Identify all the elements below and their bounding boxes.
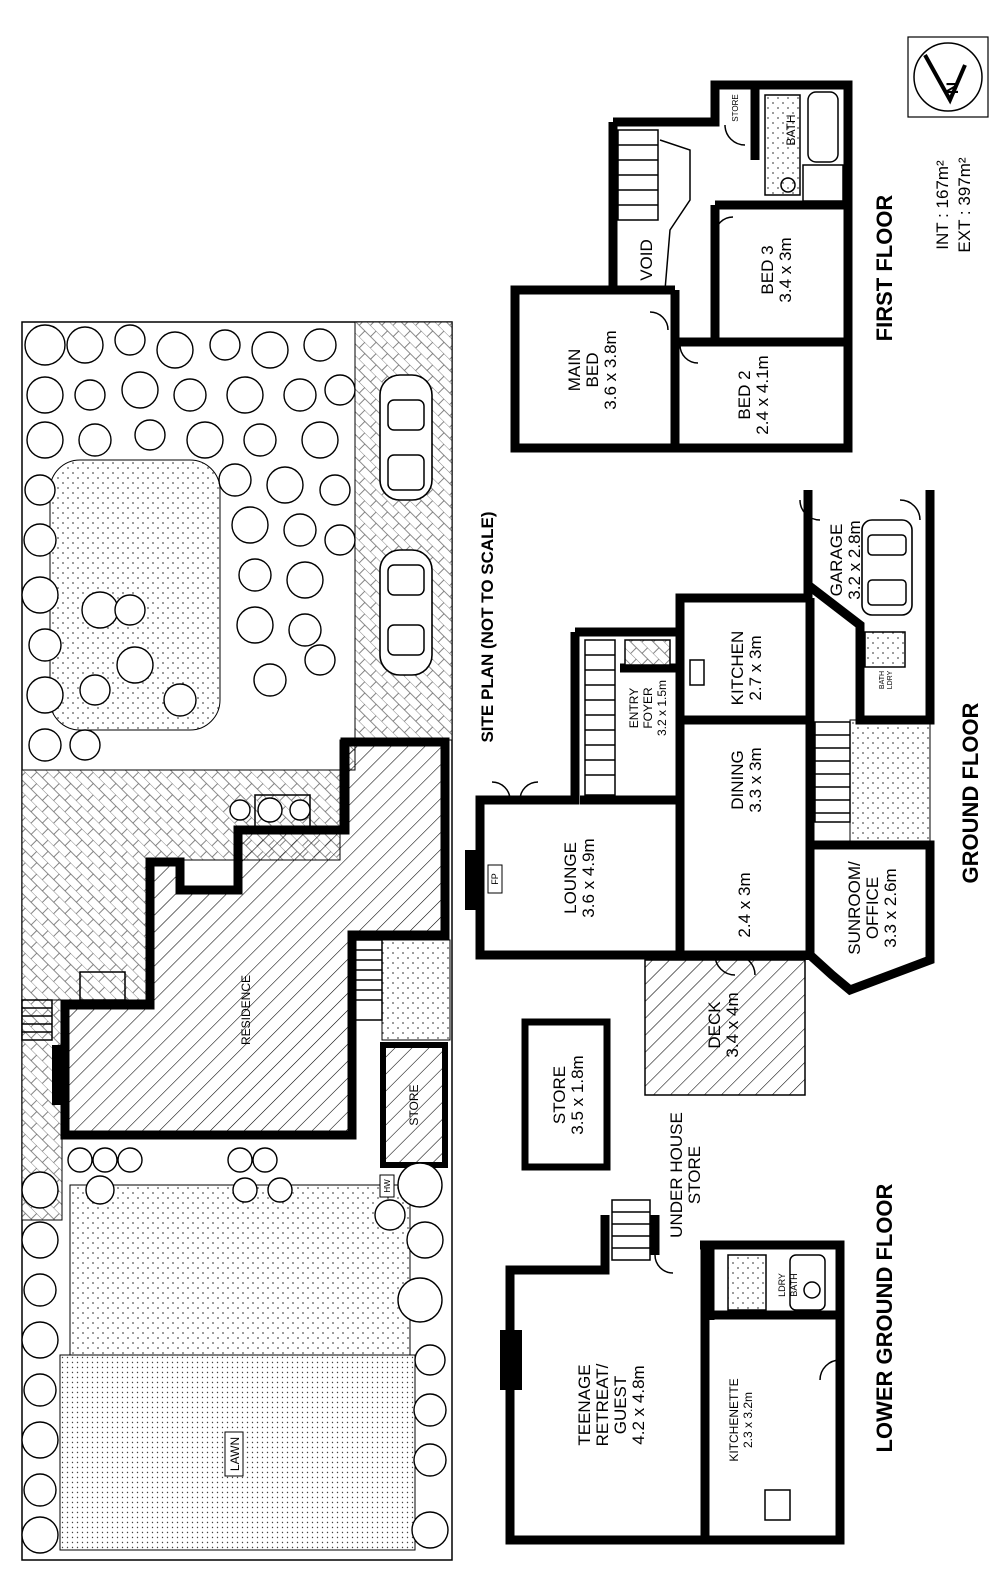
ground-store-size: 3.5 x 1.8m — [568, 1055, 587, 1134]
ground-floor-title: GROUND FLOOR — [958, 702, 983, 883]
teenage-retreat-name: TEENAGE — [575, 1364, 594, 1445]
kitchen-name: KITCHEN — [728, 631, 747, 706]
teenage-retreat-size: 4.2 x 4.8m — [629, 1365, 648, 1444]
sunroom-size: 3.3 x 2.6m — [881, 868, 900, 947]
lower-ground-floor-plan: TEENAGE RETREAT/ GUEST 4.2 x 4.8m KITCHE… — [500, 1112, 845, 1545]
lounge-name: LOUNGE — [561, 842, 580, 914]
site-store-label: STORE — [407, 1084, 421, 1125]
ground-floor-plan: STORE 3.5 x 1.8m LOUNGE 3.6 x 4.9m FP EN… — [465, 490, 935, 1171]
residence-outline — [60, 737, 450, 1140]
external-area: EXT : 397m² — [955, 157, 974, 252]
deck-name: DECK — [705, 1001, 724, 1049]
garage-size: 3.2 x 2.8m — [845, 520, 864, 599]
hall-size: 2.4 x 3m — [735, 872, 754, 937]
site-plan: RESIDENCE STORE LAWN HW — [21, 321, 453, 1561]
ground-bath-label: BATH — [879, 671, 886, 689]
entry-foyer-size: 3.2 x 1.5m — [655, 680, 669, 736]
ground-store-name: STORE — [550, 1066, 569, 1124]
compass-icon: N — [907, 36, 989, 118]
entry-foyer-name-2: FOYER — [641, 687, 655, 729]
teenage-retreat-name-2: RETREAT/ — [593, 1363, 612, 1446]
hot-water-label: HW — [383, 1179, 392, 1193]
first-floor-plan: MAIN BED 3.6 x 3.8m BED 2 2.4 x 4.1m BED… — [510, 80, 853, 453]
car-icon — [379, 549, 433, 676]
kitchenette-size: 2.3 x 3.2m — [741, 1392, 755, 1448]
lower-laundry-label: LDRY — [777, 1273, 787, 1297]
garage-name: GARAGE — [827, 524, 846, 597]
bed-2-size: 2.4 x 4.1m — [753, 355, 772, 434]
void-label: VOID — [637, 239, 656, 281]
car-icon — [379, 374, 433, 501]
lawn-label: LAWN — [228, 1437, 242, 1471]
under-house-store-name-2: STORE — [685, 1146, 704, 1204]
bed-3-name: BED 3 — [758, 245, 777, 294]
under-house-store-name: UNDER HOUSE — [667, 1112, 686, 1238]
bed-2-name: BED 2 — [735, 370, 754, 419]
first-floor-store-label: STORE — [731, 94, 740, 121]
site-residence-label: RESIDENCE — [239, 975, 253, 1045]
main-bed-size: 3.6 x 3.8m — [601, 330, 620, 409]
dining-name: DINING — [728, 750, 747, 810]
lower-bath-label: BATH — [789, 1273, 799, 1296]
tree-icon — [21, 324, 449, 1554]
sunroom-name: SUNROOM/ — [845, 861, 864, 955]
site-plan-title: SITE PLAN (NOT TO SCALE) — [478, 511, 497, 742]
internal-area: INT : 167m² — [933, 160, 952, 250]
entry-foyer-name: ENTRY — [627, 688, 641, 728]
kitchenette-name: KITCHENETTE — [727, 1378, 741, 1461]
deck-size: 3.4 x 4m — [723, 992, 742, 1057]
sunroom-name-2: OFFICE — [863, 877, 882, 939]
teenage-retreat-name-3: GUEST — [611, 1376, 630, 1435]
ground-laundry-label: LDRY — [887, 670, 894, 689]
bath-label: BATH — [784, 114, 798, 145]
compass-north-label: N — [943, 82, 962, 94]
first-floor-title: FIRST FLOOR — [872, 195, 897, 342]
rear-courtyard — [69, 1184, 411, 1356]
garden-lawn-upper — [49, 459, 221, 731]
dining-size: 3.3 x 3m — [746, 747, 765, 812]
fireplace-label: FP — [490, 873, 500, 885]
main-bed-name-2: BED — [583, 353, 602, 388]
main-bed-name: MAIN — [565, 349, 584, 392]
lounge-size: 3.6 x 4.9m — [579, 838, 598, 917]
deck-steps — [381, 939, 451, 1041]
bed-3-size: 3.4 x 3m — [776, 237, 795, 302]
kitchen-size: 2.7 x 3m — [746, 635, 765, 700]
lower-ground-floor-title: LOWER GROUND FLOOR — [872, 1183, 897, 1452]
